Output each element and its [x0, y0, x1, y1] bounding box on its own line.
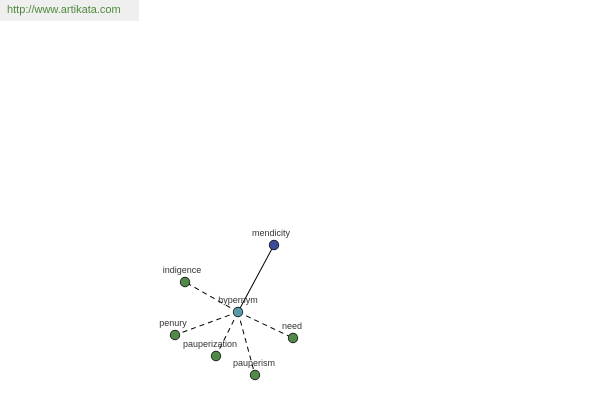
edge-pauperism: [237, 311, 256, 376]
node-mendicity[interactable]: [268, 239, 280, 251]
node-label-mendicity[interactable]: mendicity: [252, 228, 291, 238]
node-hypernym[interactable]: [232, 306, 244, 318]
node-pauperism[interactable]: [249, 369, 261, 381]
edge-indigence: [184, 281, 239, 313]
node-penury[interactable]: [169, 329, 181, 341]
edge-penury: [174, 311, 239, 336]
node-label-pauperization[interactable]: pauperization: [183, 339, 237, 349]
graph-labels: mendicity indigence penury pauperization pau…: [159, 228, 302, 368]
node-label-pauperism[interactable]: pauperism: [233, 358, 275, 368]
node-label-penury[interactable]: penury: [159, 318, 187, 328]
edge-need: [237, 311, 294, 339]
graph-edges: [174, 244, 294, 376]
node-label-need[interactable]: need: [282, 321, 302, 331]
edge-mendicity: [237, 244, 275, 313]
watermark-url: http://www.artikata.com: [0, 0, 139, 21]
node-need[interactable]: [287, 332, 299, 344]
graph-nodes: [169, 239, 299, 381]
node-label-hypernym[interactable]: hypernym: [218, 295, 258, 305]
node-pauperization[interactable]: [210, 350, 222, 362]
node-indigence[interactable]: [179, 276, 191, 288]
node-label-indigence[interactable]: indigence: [163, 265, 202, 275]
edge-pauperization: [215, 311, 239, 357]
